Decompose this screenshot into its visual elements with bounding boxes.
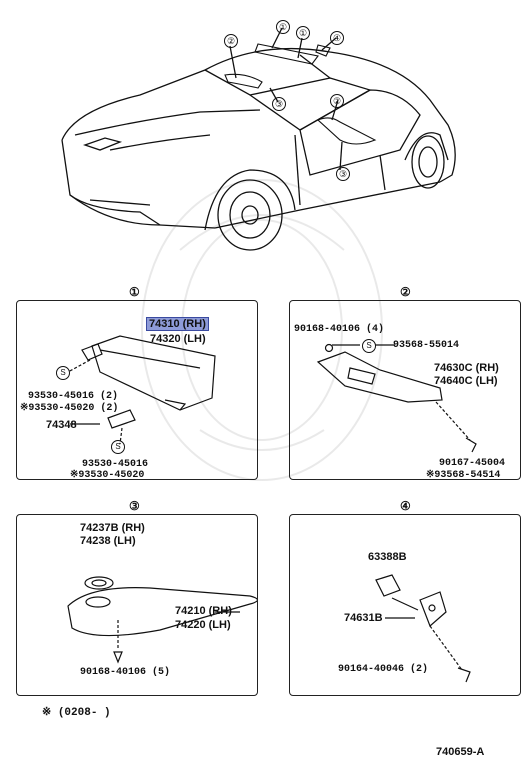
part-93530-45020-2[interactable]: ※93530-45020 (2) — [20, 403, 119, 414]
section-2-panel — [289, 300, 521, 480]
assist-grip-drawing — [316, 343, 477, 453]
car-illustration — [61, 27, 456, 251]
s-mark-1b: S — [111, 440, 125, 454]
part-93530-45020[interactable]: ※93530-45020 — [70, 470, 145, 481]
part-74631b[interactable]: 74631B — [344, 612, 383, 624]
section-1-panel — [16, 300, 258, 480]
footnote: ※ (0208- ) — [42, 707, 111, 719]
section-4-panel — [289, 514, 521, 696]
part-90168-40106-4[interactable]: 90168-40106 (4) — [294, 324, 385, 335]
part-74348[interactable]: 74348 — [46, 419, 77, 431]
s-mark-2: S — [362, 339, 376, 353]
section-4-number: ④ — [400, 499, 411, 513]
part-74310-rh[interactable]: 74310 (RH) — [146, 317, 209, 331]
callout-3b: ③ — [336, 167, 350, 181]
part-74630c-rh[interactable]: 74630C (RH) — [434, 362, 499, 374]
sun-visor-drawing — [67, 335, 216, 445]
part-93568-54514[interactable]: ※93568-54514 — [426, 470, 501, 481]
section-1-number: ① — [129, 285, 140, 299]
part-90167-45004[interactable]: 90167-45004 — [439, 458, 506, 469]
part-93530-45016-2[interactable]: 93530-45016 (2) — [28, 391, 119, 402]
callout-3a: ③ — [272, 97, 286, 111]
section-3-panel — [16, 514, 258, 696]
part-74238-lh[interactable]: 74238 (LH) — [80, 535, 136, 547]
part-74320-lh[interactable]: 74320 (LH) — [150, 333, 206, 345]
part-93530-45016[interactable]: 93530-45016 — [82, 459, 149, 470]
part-93568-55014[interactable]: 93568-55014 — [393, 340, 460, 351]
part-74237b-rh[interactable]: 74237B (RH) — [80, 522, 145, 534]
coat-hook-drawing — [375, 574, 471, 683]
diagram-id: 740659-A — [436, 746, 485, 758]
part-74210-rh[interactable]: 74210 (RH) — [175, 605, 232, 617]
s-mark-1: S — [56, 366, 70, 380]
part-90168-40106-5[interactable]: 90168-40106 (5) — [80, 667, 171, 678]
callout-4: ④ — [330, 31, 344, 45]
section-3-number: ③ — [129, 499, 140, 513]
watermark — [141, 179, 383, 481]
part-90164-40046-2[interactable]: 90164-40046 (2) — [338, 664, 429, 675]
callout-1b: ① — [296, 26, 310, 40]
part-74640c-lh[interactable]: 74640C (LH) — [434, 375, 498, 387]
part-74220-lh[interactable]: 74220 (LH) — [175, 619, 231, 631]
callout-2b: ② — [330, 94, 344, 108]
part-63388b[interactable]: 63388B — [368, 551, 407, 563]
section-2-number: ② — [400, 285, 411, 299]
callout-1a: ① — [276, 20, 290, 34]
callout-2a: ② — [224, 34, 238, 48]
